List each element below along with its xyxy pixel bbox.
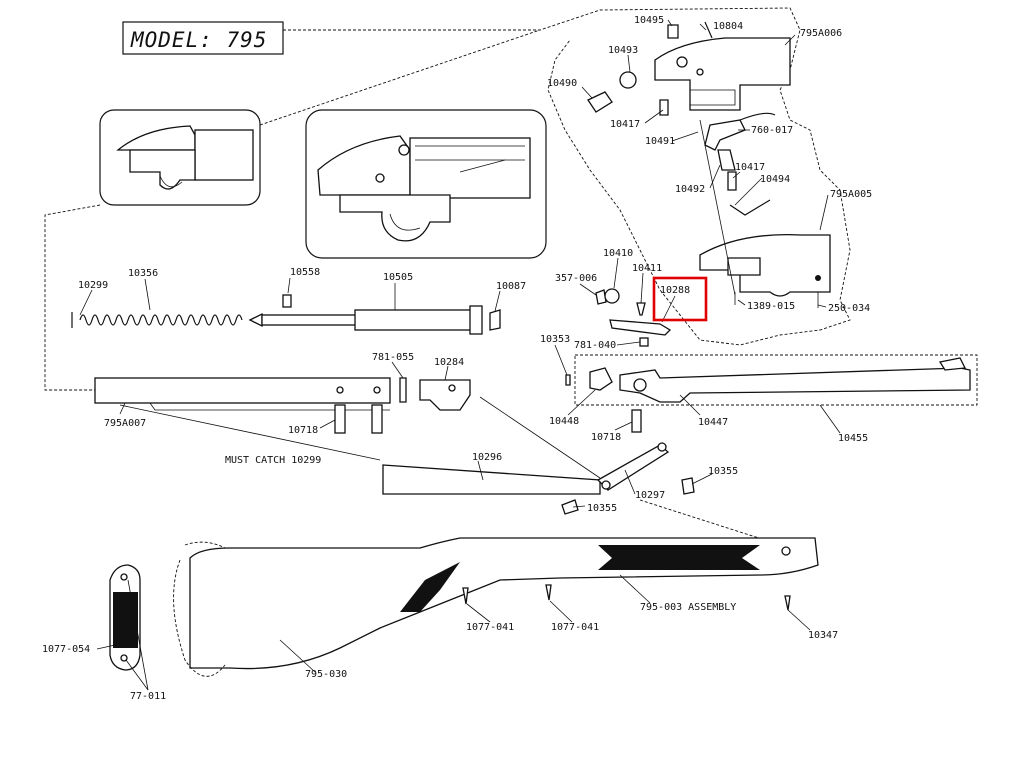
part-label: 1077-041 [551,622,599,633]
assembly-outline-dashed [283,7,851,346]
part-label: 10356 [128,268,158,279]
guide-link [479,396,601,479]
part-label: 10411 [632,263,662,274]
model-title-box: MODEL: 795 [122,21,284,55]
piston-assembly [248,294,501,335]
part-label: 10492 [675,184,705,195]
trigger-housing [699,234,831,308]
part-label: 10417 [610,119,640,130]
part-label: 10490 [547,78,577,89]
buttplate-outline [173,559,226,677]
leader-lines [79,19,841,691]
part-label: 10447 [698,417,728,428]
buttplate [109,564,141,671]
part-label: 795A006 [800,28,842,39]
guide-top [259,29,541,126]
part-label: 250-034 [828,303,870,314]
part-label: 10494 [760,174,790,185]
part-label: 795A007 [104,418,146,429]
part-label: 10284 [434,357,464,368]
part-label: 795A005 [830,189,872,200]
part-label: 795-003 ASSEMBLY [640,602,736,613]
buttplate-outline-top [184,541,226,549]
guide-trigger [699,119,736,296]
guide-left [44,204,101,391]
part-label: 1077-054 [42,644,90,655]
spring [71,312,243,328]
model-title: MODEL: 795 [130,28,267,52]
part-label: 10455 [838,433,868,444]
part-label: 760-017 [751,125,793,136]
part-label: 1077-041 [466,622,514,633]
screws [462,584,791,611]
trigger-assembly-top [587,21,791,216]
part-label: 10448 [549,416,579,427]
part-label: 10718 [591,432,621,443]
part-label: 10718 [288,425,318,436]
highlight-box [652,276,708,322]
part-label: 795-030 [305,669,347,680]
part-label: 10410 [603,248,633,259]
part-label: 10353 [540,334,570,345]
part-label: 10087 [496,281,526,292]
inset-receiver-small [99,109,261,206]
part-label: 10297 [635,490,665,501]
part-label: 77-011 [130,691,166,702]
part-label: 10299 [78,280,108,291]
part-label: MUST CATCH 10299 [225,455,321,466]
part-label: 10347 [808,630,838,641]
part-label: 10558 [290,267,320,278]
part-label: 10355 [708,466,738,477]
part-label: 10355 [587,503,617,514]
part-label: 10495 [634,15,664,26]
guide-catch [119,404,381,461]
part-label: 10296 [472,452,502,463]
small-parts-center [565,288,672,386]
cocking-linkage [382,442,695,515]
part-label: 10505 [383,272,413,283]
part-label: 10417 [735,162,765,173]
stock [189,537,819,670]
part-label: 781-055 [372,352,414,363]
part-label: 10493 [608,45,638,56]
part-label: 357-006 [555,273,597,284]
part-label-highlighted: 10288 [660,285,690,296]
valve-parts [399,377,471,411]
part-label: 10491 [645,136,675,147]
part-label: 781-040 [574,340,616,351]
part-label: 10804 [713,21,743,32]
part-label: 1389-015 [747,301,795,312]
compression-tube [94,377,391,434]
inset-receiver-large [305,109,547,259]
barrel-assembly [574,354,978,433]
